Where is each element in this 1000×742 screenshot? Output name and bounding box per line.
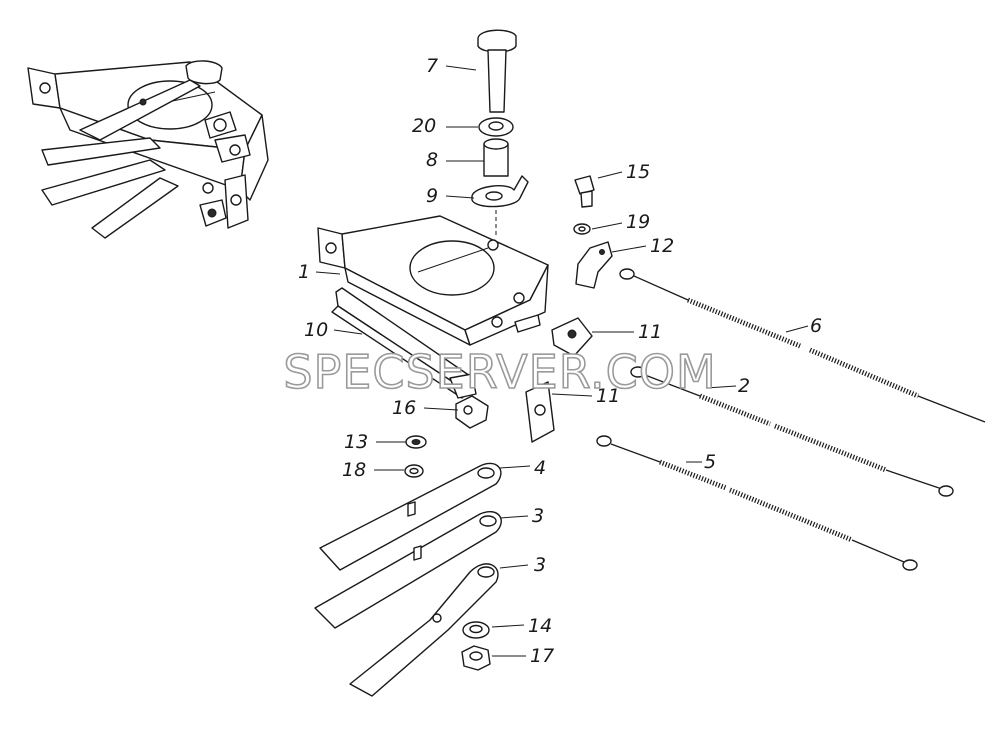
nut-17 bbox=[461, 645, 491, 671]
guide-plate-10 bbox=[331, 287, 477, 399]
rod-2 bbox=[630, 366, 954, 497]
callout-12: 12 bbox=[650, 235, 674, 257]
assembled-view bbox=[27, 60, 269, 239]
callout-9: 9 bbox=[426, 185, 438, 207]
rod-6 bbox=[619, 268, 986, 423]
callout-13: 13 bbox=[344, 431, 368, 453]
callout-5: 5 bbox=[704, 451, 716, 473]
watermark: SPECSERVER.COM bbox=[283, 345, 716, 399]
clip-11-upper bbox=[551, 317, 593, 357]
callout-4: 4 bbox=[534, 457, 546, 479]
lever-4 bbox=[319, 462, 502, 571]
pivot-pin bbox=[477, 29, 517, 113]
bushing-8 bbox=[483, 138, 509, 177]
callout-7: 7 bbox=[426, 55, 438, 77]
callout-16: 16 bbox=[392, 397, 416, 419]
washer-20 bbox=[478, 117, 514, 137]
callout-3-upper: 3 bbox=[532, 505, 544, 527]
clamp-12 bbox=[575, 241, 613, 289]
callout-14: 14 bbox=[528, 615, 552, 637]
washer-18 bbox=[404, 464, 424, 478]
lever-3-upper bbox=[314, 511, 502, 629]
washer-19 bbox=[573, 223, 591, 235]
washer-14 bbox=[462, 621, 490, 639]
callout-19: 19 bbox=[626, 211, 650, 233]
rod-5 bbox=[596, 435, 918, 571]
clip-11-lower bbox=[525, 381, 555, 443]
bolt-15 bbox=[574, 175, 595, 208]
callout-18: 18 bbox=[342, 459, 366, 481]
lock-washer-9 bbox=[471, 175, 529, 208]
bracket-1 bbox=[317, 215, 549, 346]
square-nut-16 bbox=[455, 395, 489, 429]
washer-13 bbox=[405, 435, 427, 449]
callout-6: 6 bbox=[810, 315, 822, 337]
callout-15: 15 bbox=[626, 161, 650, 183]
callouts: 7 20 8 9 15 19 12 1 10 6 11 2 11 16 13 5… bbox=[298, 55, 822, 667]
callout-17: 17 bbox=[530, 645, 554, 667]
callout-11-lower: 11 bbox=[596, 385, 620, 407]
callout-3-lower: 3 bbox=[534, 554, 546, 576]
callout-10: 10 bbox=[304, 319, 328, 341]
callout-2: 2 bbox=[738, 375, 750, 397]
callout-1: 1 bbox=[298, 261, 310, 283]
callout-11-upper: 11 bbox=[638, 321, 662, 343]
callout-8: 8 bbox=[426, 149, 438, 171]
leader-lines bbox=[315, 65, 809, 657]
lever-3-lower bbox=[349, 563, 499, 697]
callout-20: 20 bbox=[412, 115, 436, 137]
